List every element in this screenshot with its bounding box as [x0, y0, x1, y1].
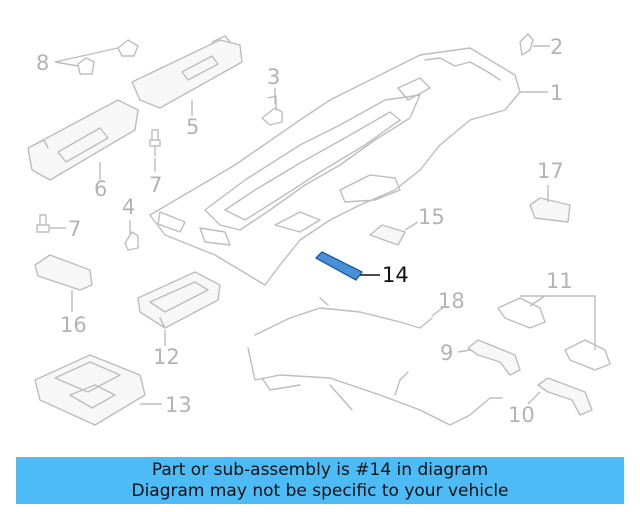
headliner-part-1: [149, 47, 521, 286]
clip-part-4: [124, 231, 139, 251]
callout-1: 1: [550, 81, 563, 105]
screw-part-7b: [36, 214, 50, 233]
switch-part-15: [369, 224, 406, 246]
bracket-part-3: [261, 95, 283, 126]
grip-handle-part-10: [537, 377, 593, 416]
sun-visor-part-6: [27, 99, 139, 181]
info-banner: Part or sub-assembly is #14 in diagram D…: [16, 457, 624, 504]
parts-diagram: 1 2 3 4 5 6 7 7 8 9 10 11 12 13 14 15 16…: [27, 33, 611, 427]
sun-visor-part-5: [131, 35, 243, 109]
grip-handle-part-9: [467, 339, 521, 376]
callout-11: 11: [546, 269, 573, 293]
callout-14: 14: [382, 263, 409, 287]
callout-4: 4: [122, 195, 135, 219]
callout-12: 12: [153, 345, 180, 369]
callout-13: 13: [165, 393, 192, 417]
overhead-console-part-13: [34, 354, 146, 426]
callout-9: 9: [440, 341, 453, 365]
callout-7-lower: 7: [68, 217, 81, 241]
callout-3: 3: [267, 65, 280, 89]
callout-7-upper: 7: [149, 173, 162, 197]
wire-harness-part-18: [247, 297, 503, 426]
callout-5: 5: [186, 115, 199, 139]
callout-10: 10: [508, 403, 535, 427]
banner-line-disclaimer: Diagram may not be specific to your vehi…: [131, 480, 509, 501]
clip-part-8: [77, 39, 139, 75]
leader-lines: [50, 45, 596, 405]
switch-part-17: [529, 197, 571, 223]
callout-2: 2: [550, 35, 563, 59]
callout-8: 8: [36, 51, 49, 75]
banner-line-part-number: Part or sub-assembly is #14 in diagram: [151, 459, 489, 480]
lamp-part-16: [34, 254, 93, 291]
callout-18: 18: [438, 289, 465, 313]
trim-strip-part-14: [315, 251, 363, 281]
callout-17: 17: [537, 159, 564, 183]
callout-15: 15: [418, 205, 445, 229]
callout-16: 16: [60, 313, 87, 337]
clip-part-2: [519, 33, 534, 56]
bracket-part-11: [497, 297, 611, 371]
callout-6: 6: [94, 177, 107, 201]
tray-part-12: [137, 271, 221, 329]
screw-part-7a: [149, 129, 161, 157]
